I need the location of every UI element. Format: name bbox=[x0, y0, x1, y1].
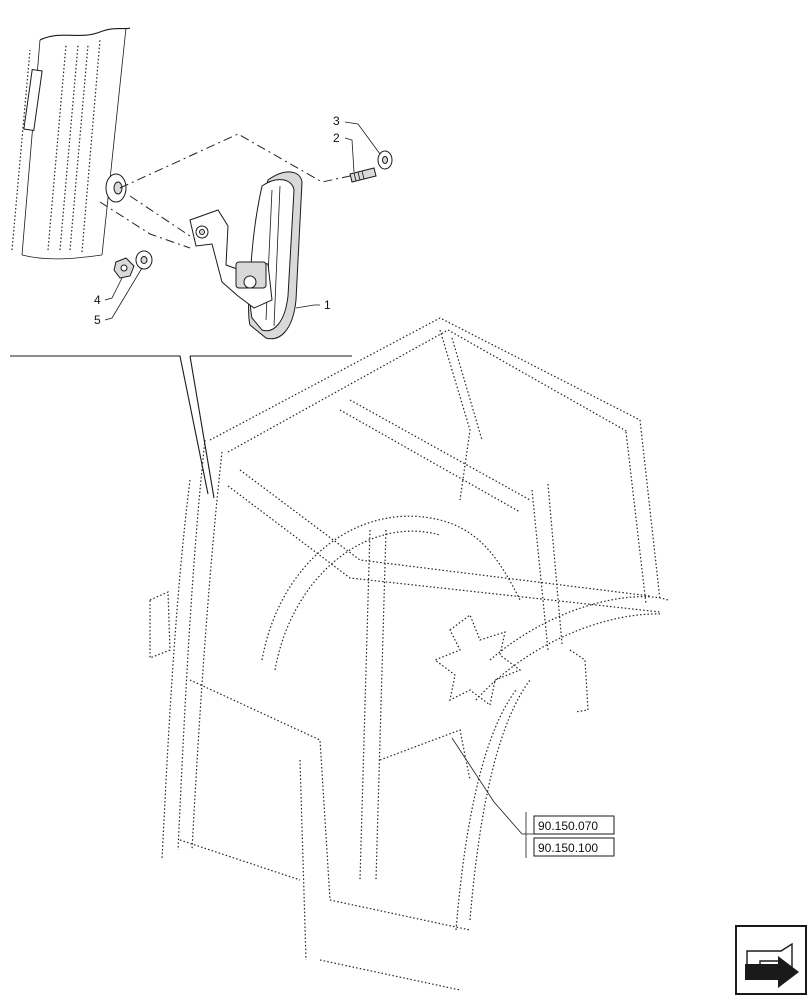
callout-4: 4 bbox=[94, 293, 101, 307]
detail-pointer bbox=[10, 355, 352, 499]
assembly-lines bbox=[99, 133, 351, 249]
reference-label-1: 90.150.070 bbox=[538, 819, 598, 833]
hardware-parts bbox=[113, 150, 393, 279]
callout-5: 5 bbox=[94, 313, 101, 327]
callout-1: 1 bbox=[324, 298, 331, 312]
reference-box-1 bbox=[533, 815, 615, 835]
pillar-detail bbox=[11, 27, 131, 260]
cab-frame bbox=[149, 317, 669, 991]
callout-leaders bbox=[104, 121, 381, 321]
callout-3: 3 bbox=[333, 114, 340, 128]
callout-2: 2 bbox=[333, 131, 340, 145]
arrow-navigation-icon[interactable] bbox=[735, 925, 807, 995]
reference-label-2: 90.150.100 bbox=[538, 841, 598, 855]
mirror-assembly bbox=[189, 171, 303, 340]
reference-box-2 bbox=[533, 837, 615, 857]
reference-leaders bbox=[451, 737, 615, 858]
